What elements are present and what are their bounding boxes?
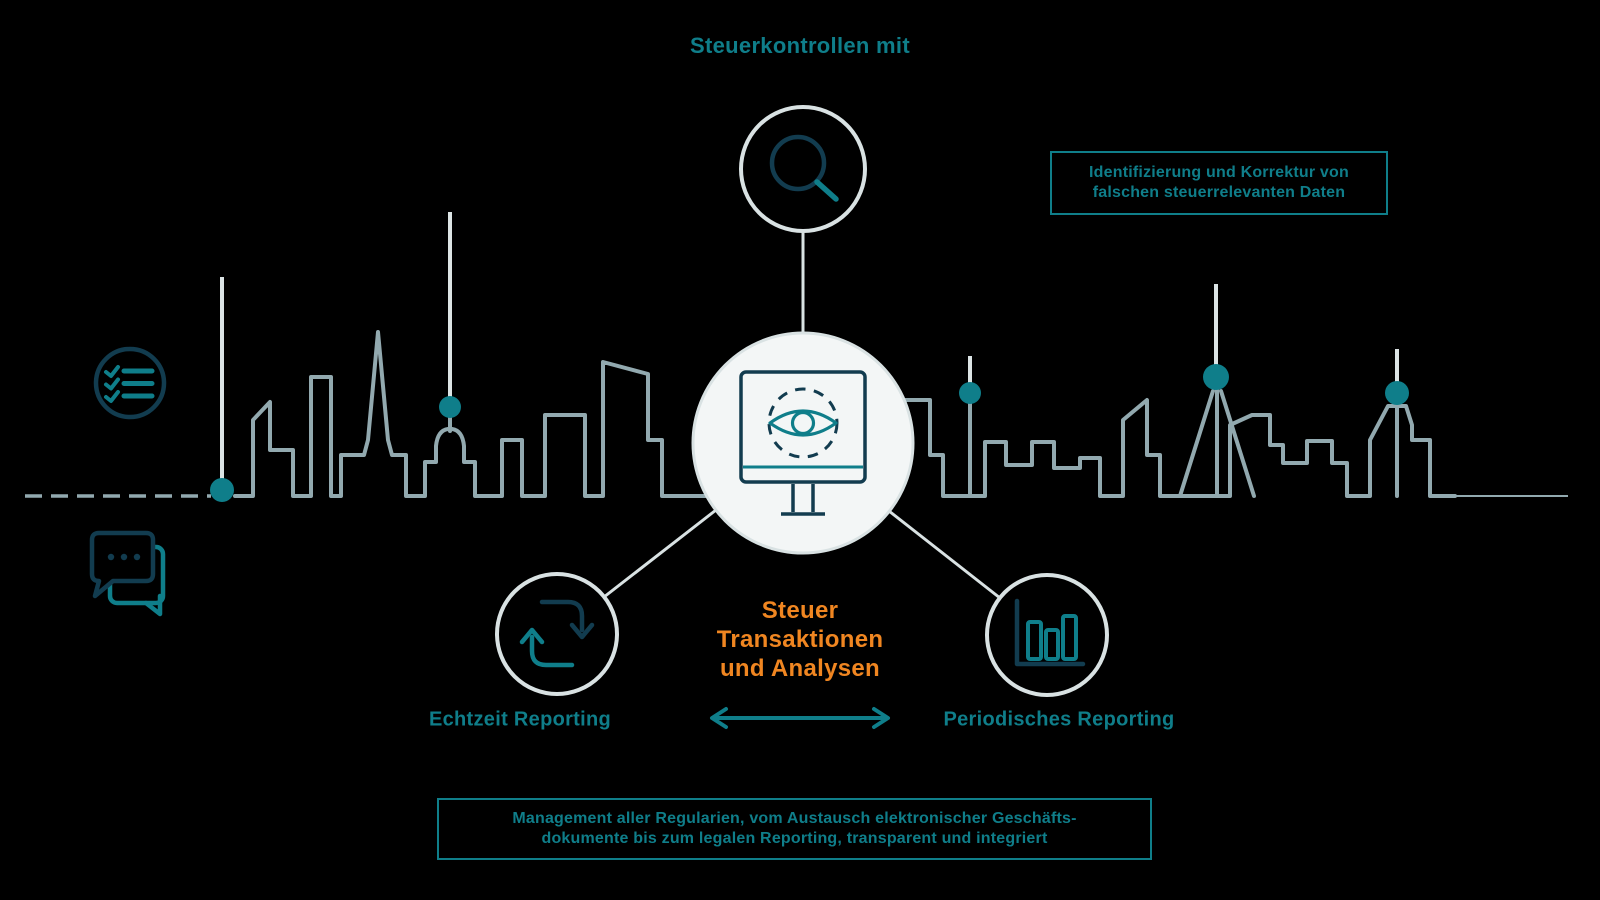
connector-lines bbox=[603, 231, 1001, 600]
node-dot bbox=[1385, 381, 1409, 405]
periodic-circle bbox=[985, 573, 1109, 697]
sync-icon bbox=[519, 599, 595, 668]
double-arrow-icon bbox=[710, 707, 890, 729]
node-dot bbox=[959, 382, 981, 404]
realtime-circle bbox=[495, 572, 619, 696]
bar-chart-icon bbox=[1014, 598, 1086, 667]
center-hub-circle bbox=[691, 331, 915, 555]
callout-management: Management aller Regularien, vom Austaus… bbox=[437, 798, 1152, 860]
magnifier-icon bbox=[769, 134, 839, 202]
node-dot bbox=[1203, 364, 1229, 390]
label-periodisches-reporting: Periodisches Reporting bbox=[943, 708, 1175, 731]
monitor-eye-icon bbox=[739, 370, 867, 516]
skyline-node-dots bbox=[210, 364, 1409, 502]
callout-identification: Identifizierung und Korrektur von falsch… bbox=[1050, 151, 1388, 215]
page-title: Steuerkontrollen mit bbox=[690, 33, 910, 58]
antenna-lines bbox=[220, 212, 1399, 480]
skyline-towers bbox=[448, 386, 1399, 498]
node-dot bbox=[210, 478, 234, 502]
checklist-icon bbox=[93, 346, 167, 420]
label-echtzeit-reporting: Echtzeit Reporting bbox=[428, 708, 612, 731]
city-skyline bbox=[233, 330, 1457, 498]
center-hub-label: Steuer Transaktionen und Analysen bbox=[716, 597, 884, 682]
magnifier-circle bbox=[739, 105, 867, 233]
node-dot bbox=[439, 396, 461, 418]
chat-bubbles-icon bbox=[89, 530, 166, 617]
